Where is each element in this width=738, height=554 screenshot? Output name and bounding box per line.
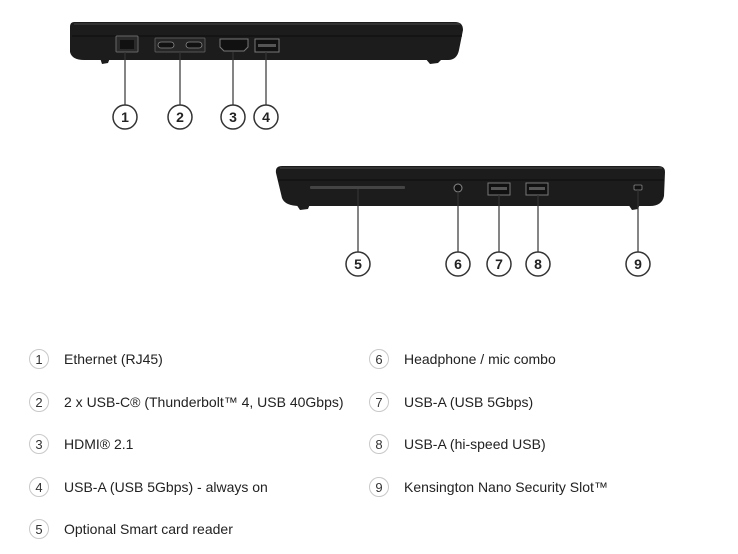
headphone-jack-icon — [453, 183, 463, 193]
legend-item: 8 USB-A (hi-speed USB) — [369, 432, 546, 456]
callout-6: 6 — [445, 251, 471, 277]
laptop-right-side-view: 5 6 7 8 9 — [275, 166, 665, 277]
usb-a-port-icon — [525, 182, 549, 196]
legend-item: 2 2 x USB-C® (Thunderbolt™ 4, USB 40Gbps… — [29, 390, 344, 414]
legend-label: USB-A (USB 5Gbps) - always on — [64, 479, 268, 495]
legend-label: USB-A (USB 5Gbps) — [404, 394, 534, 410]
callout-4: 4 — [253, 104, 279, 130]
callout-3: 3 — [220, 104, 246, 130]
legend-label: 2 x USB-C® (Thunderbolt™ 4, USB 40Gbps) — [64, 394, 344, 410]
smart-card-slot-icon — [310, 186, 405, 189]
legend-item: 7 USB-A (USB 5Gbps) — [369, 390, 533, 414]
laptop-left-side-view: 1 2 3 4 — [70, 22, 463, 130]
legend-number: 5 — [29, 519, 49, 539]
legend-number: 8 — [369, 434, 389, 454]
legend-number: 3 — [29, 434, 49, 454]
usb-a-port-icon — [487, 182, 511, 196]
legend-number: 1 — [29, 349, 49, 369]
legend-label: Optional Smart card reader — [64, 521, 233, 537]
svg-text:8: 8 — [534, 256, 542, 272]
legend-number: 7 — [369, 392, 389, 412]
legend-item: 5 Optional Smart card reader — [29, 517, 233, 541]
svg-text:5: 5 — [354, 256, 362, 272]
legend-item: 1 Ethernet (RJ45) — [29, 347, 163, 371]
port-diagram: 1 2 3 4 — [70, 22, 665, 277]
legend-label: USB-A (hi-speed USB) — [404, 436, 546, 452]
legend-label: Ethernet (RJ45) — [64, 351, 163, 367]
legend-label: Headphone / mic combo — [404, 351, 556, 367]
callout-2: 2 — [167, 104, 193, 130]
legend-label: Kensington Nano Security Slot™ — [404, 479, 608, 495]
legend-number: 4 — [29, 477, 49, 497]
callout-1: 1 — [112, 104, 138, 130]
security-slot-icon — [633, 184, 643, 191]
usb-c-ports-icon — [154, 37, 206, 53]
svg-text:1: 1 — [121, 109, 129, 125]
hdmi-port-icon — [219, 38, 249, 52]
legend-number: 2 — [29, 392, 49, 412]
callout-8: 8 — [525, 251, 551, 277]
callout-5: 5 — [345, 251, 371, 277]
callout-9: 9 — [625, 251, 651, 277]
legend-number: 9 — [369, 477, 389, 497]
legend-label: HDMI® 2.1 — [64, 436, 134, 452]
legend-number: 6 — [369, 349, 389, 369]
legend-item: 3 HDMI® 2.1 — [29, 432, 133, 456]
legend-item: 6 Headphone / mic combo — [369, 347, 556, 371]
usb-a-port-icon — [254, 38, 280, 53]
svg-text:6: 6 — [454, 256, 462, 272]
svg-text:9: 9 — [634, 256, 642, 272]
ethernet-port-icon — [115, 35, 139, 53]
callout-7: 7 — [486, 251, 512, 277]
svg-text:3: 3 — [229, 109, 237, 125]
svg-text:2: 2 — [176, 109, 184, 125]
svg-text:7: 7 — [495, 256, 503, 272]
svg-text:4: 4 — [262, 109, 270, 125]
legend-item: 9 Kensington Nano Security Slot™ — [369, 475, 608, 499]
legend-item: 4 USB-A (USB 5Gbps) - always on — [29, 475, 268, 499]
